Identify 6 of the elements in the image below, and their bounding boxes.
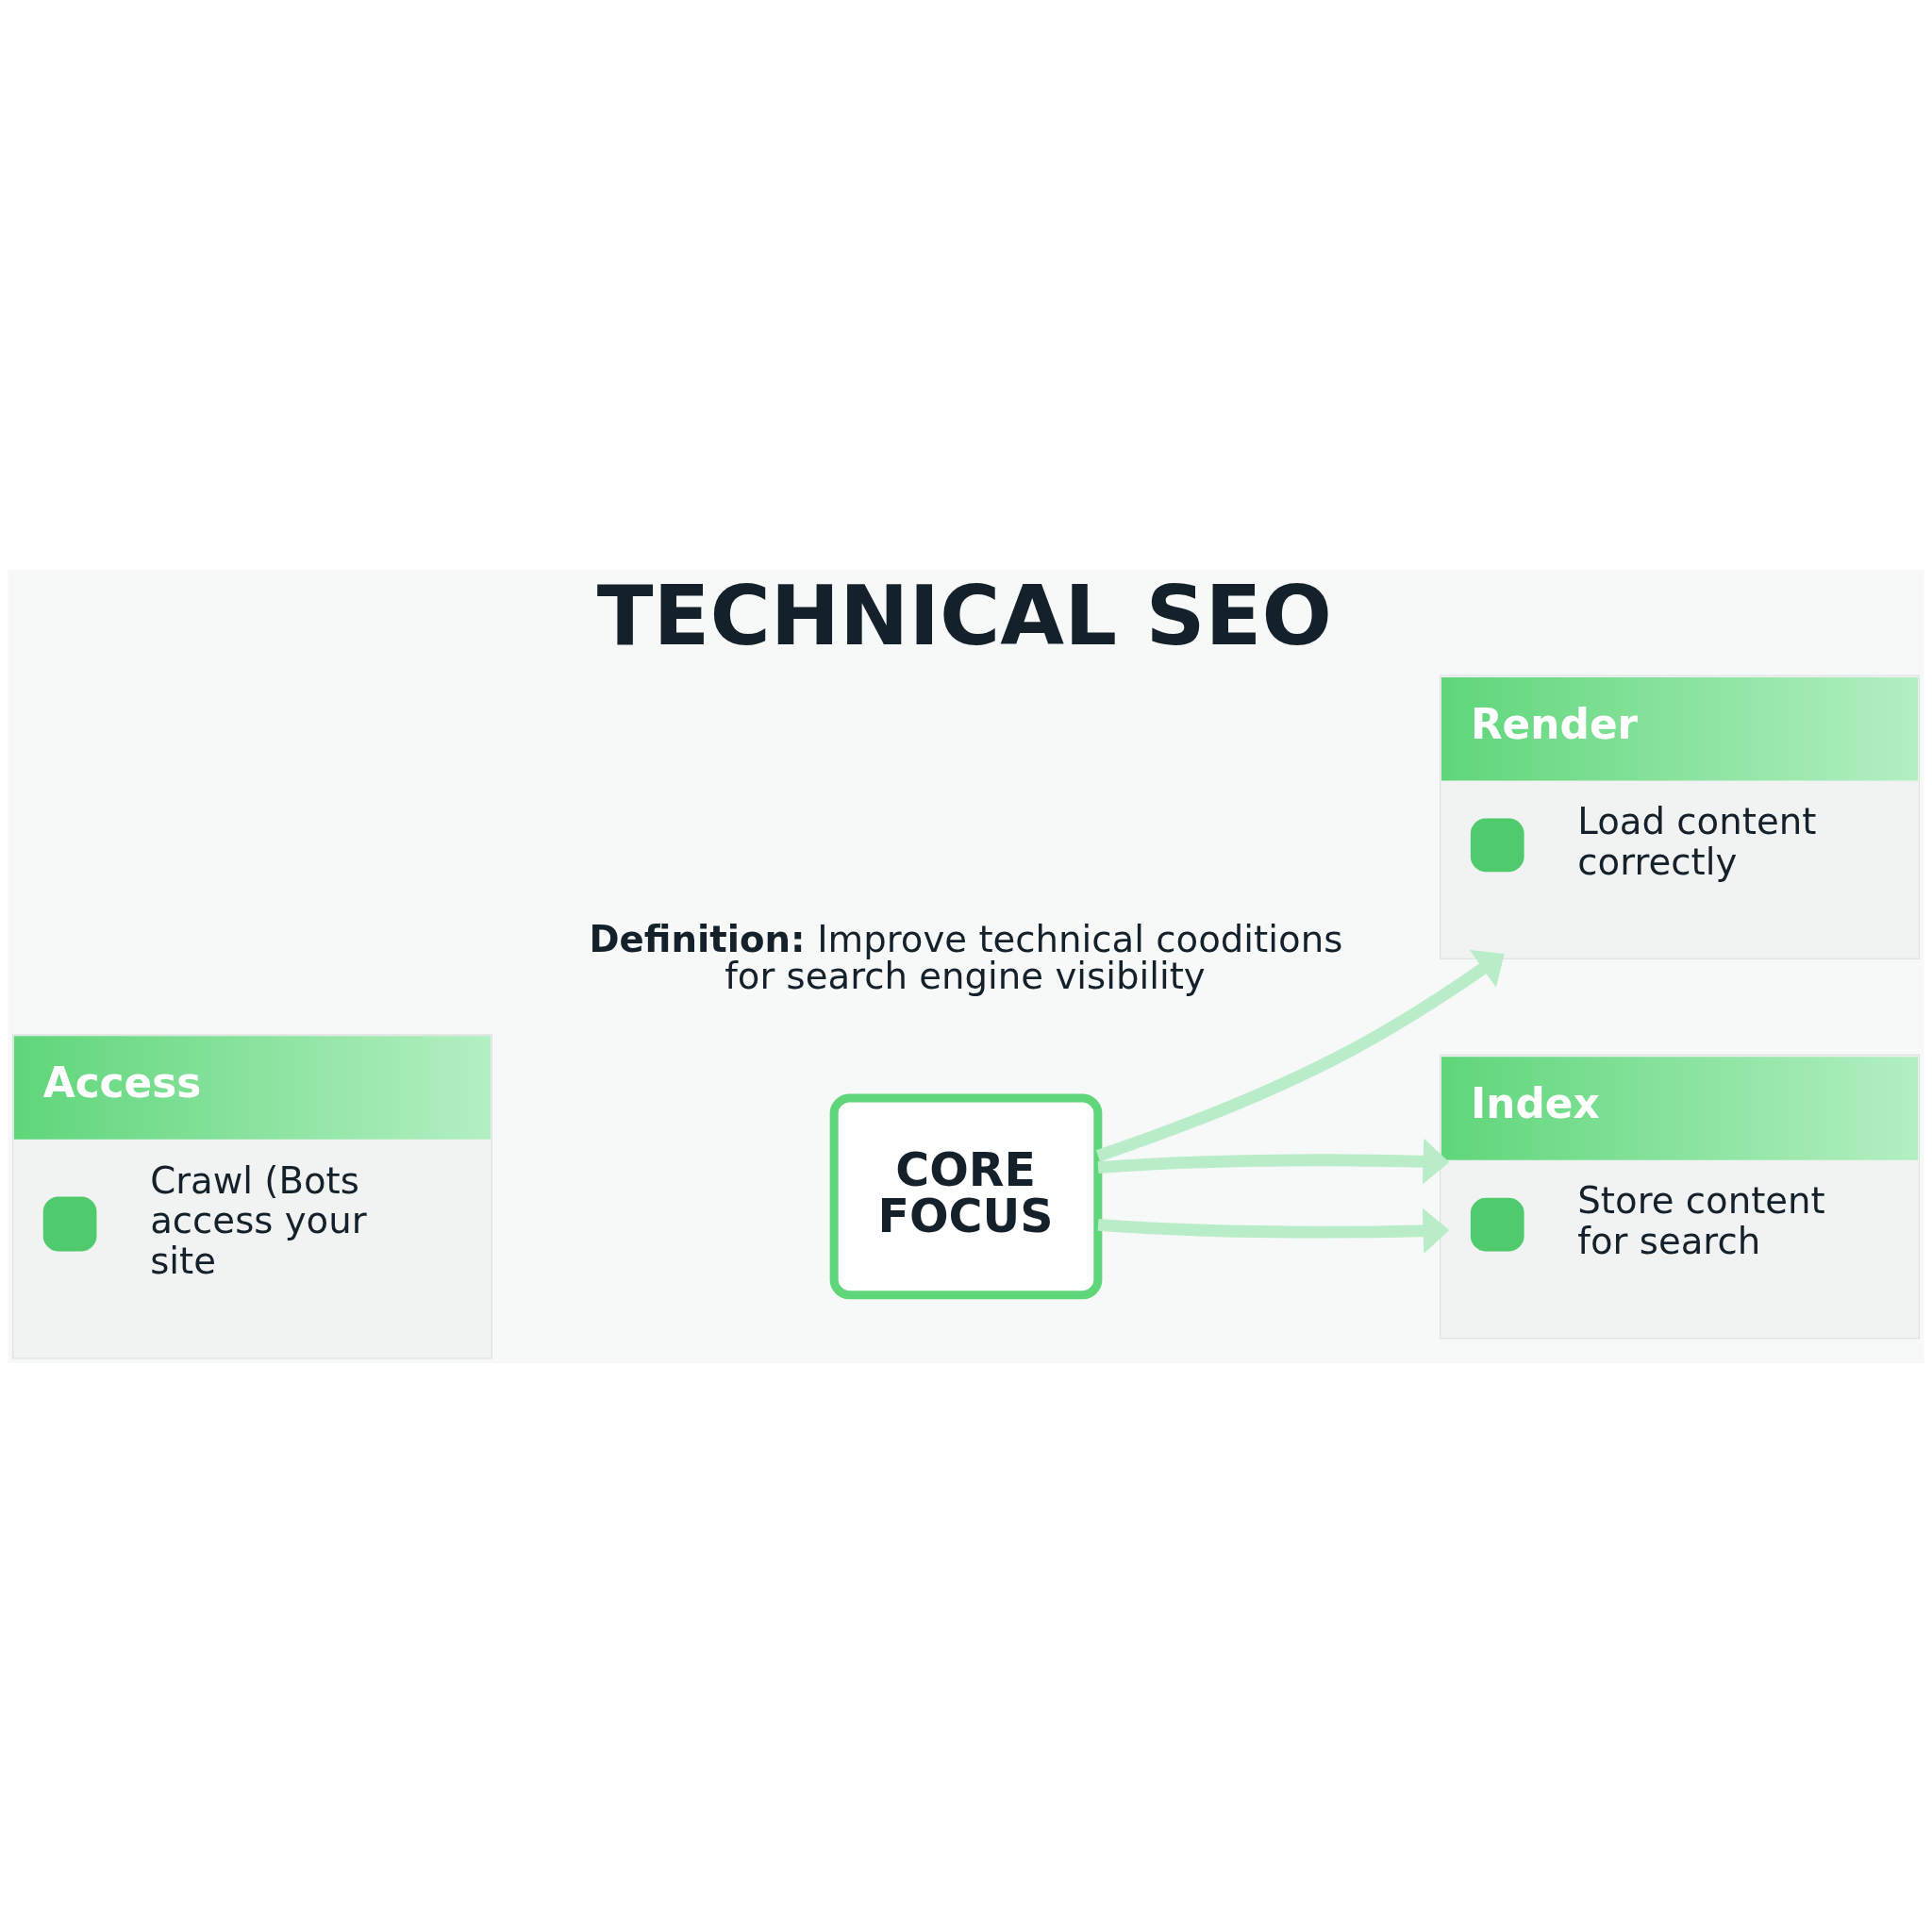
node-box: CORE FOCUS <box>829 1093 1103 1299</box>
arrow <box>1097 1138 1450 1184</box>
arrow <box>1097 1207 1450 1254</box>
label: Definition: Improve technical cooditions for search engine visibility <box>589 917 1343 997</box>
diagram-title: TECHNICAL SEO <box>596 567 1332 664</box>
arrow <box>1095 949 1505 1161</box>
